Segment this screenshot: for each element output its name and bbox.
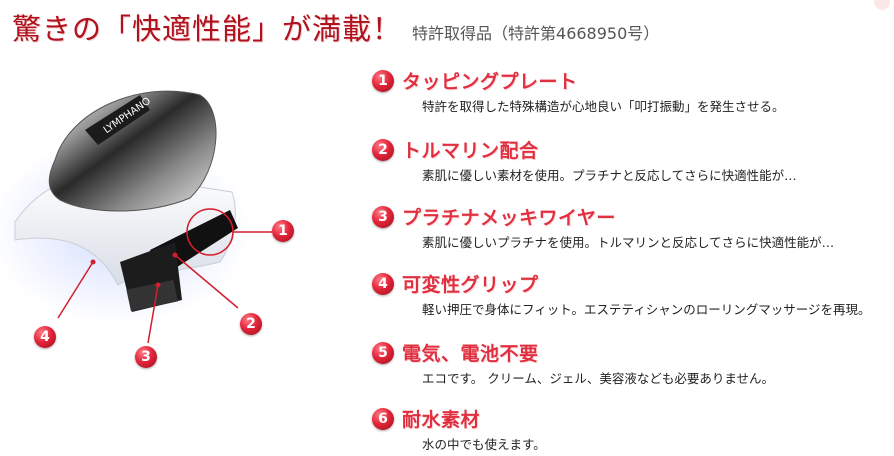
feature-title: 可変性グリップ: [402, 274, 539, 296]
feature-title: タッピングプレート: [402, 71, 578, 93]
callout-badge-1: 1: [272, 220, 294, 242]
feature-description: 素肌に優しい素材を使用。プラチナと反応してさらに快適性能が…: [422, 168, 797, 183]
feature-description: 水の中でも使えます。: [422, 437, 546, 452]
patent-subtitle: 特許取得品（特許第4668950号）: [412, 24, 660, 43]
feature-description: 素肌に優しいプラチナを使用。トルマリンと反応してさらに快適性能が…: [422, 235, 835, 250]
roller-device-image: LYMPHANO: [0, 90, 272, 344]
feature-description: 軽い押圧で身体にフィット。エステティシャンのローリングマッサージを再現。: [422, 302, 871, 317]
feature-title: トルマリン配合: [402, 140, 539, 162]
feature-number-badge: 5: [372, 342, 394, 364]
feature-description: 特許を取得した特殊構造が心地良い「叩打振動」を発生させる。: [422, 99, 785, 114]
callout-badge-4: 4: [34, 326, 56, 348]
page-title: 驚きの「快適性能」が満載！: [12, 12, 403, 46]
corner-decoration: [874, 0, 890, 10]
feature-description: エコです。 クリーム、ジェル、美容液なども必要ありません。: [422, 371, 774, 386]
feature-title: 耐水素材: [402, 409, 481, 431]
feature-number-badge: 6: [372, 408, 394, 430]
product-illustration: LYMPHANO 1 2 3 4: [0, 48, 340, 452]
feature-number-badge: 3: [372, 206, 394, 228]
feature-number-badge: 4: [372, 273, 394, 295]
feature-number-badge: 1: [372, 70, 394, 92]
feature-number-badge: 2: [372, 139, 394, 161]
feature-title: 電気、電池不要: [402, 343, 539, 365]
page-header: 驚きの「快適性能」が満載！ 特許取得品（特許第4668950号）: [12, 6, 659, 46]
callout-badge-3: 3: [135, 346, 157, 368]
feature-title: プラチナメッキワイヤー: [402, 207, 616, 229]
callout-badge-2: 2: [240, 313, 262, 335]
